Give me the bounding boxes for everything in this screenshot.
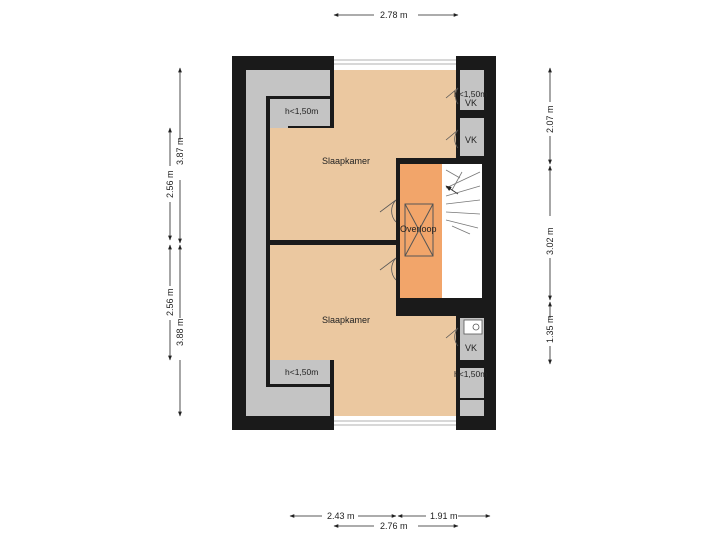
stairwell	[442, 164, 482, 298]
stair-arrow	[445, 185, 459, 195]
vk-label-2: VK	[465, 135, 477, 145]
window-top	[334, 56, 456, 70]
ceiling-note-bottom-right: h<1,50m	[454, 369, 487, 379]
vk-label-3: VK	[465, 343, 477, 353]
dim-label-bottom-left: 2.43 m	[327, 511, 355, 521]
vk-top-1	[460, 70, 484, 110]
slope-line-bottom	[266, 384, 330, 387]
dim-label-left-bottom-inner: 2.56 m	[165, 288, 175, 316]
dim-label-right-top: 2.07 m	[545, 105, 555, 133]
window-bottom	[334, 416, 456, 430]
room-label-bedroom-top: Slaapkamer	[322, 156, 370, 166]
dim-label-left-top-outer: 3.87 m	[175, 137, 185, 165]
dim-label-left-bottom-outer: 3.88 m	[175, 318, 185, 346]
dim-label-left-top-inner: 2.56 m	[165, 170, 175, 198]
low-ceiling-left-bottom	[246, 360, 330, 416]
dim-label-right-middle: 3.02 m	[545, 227, 555, 255]
slope-line-top	[266, 96, 330, 99]
bedroom-bottom-floor-left	[288, 245, 334, 360]
bedroom-top-floor-left	[288, 128, 334, 240]
dim-label-right-bottom: 1.35 m	[545, 315, 555, 343]
slope-line-left	[266, 96, 270, 386]
hatch-square	[404, 203, 434, 257]
room-label-landing: Overloop	[400, 224, 437, 234]
ceiling-note-top-left: h<1,50m	[285, 106, 318, 116]
vk-bottom-3	[460, 400, 484, 416]
landing-floor	[400, 164, 442, 298]
vk-bottom-2	[460, 368, 484, 398]
ceiling-note-top-right: h<1,50m	[454, 89, 487, 99]
bedroom-divider-wall	[270, 240, 398, 245]
dim-label-bottom-total: 2.76 m	[380, 521, 408, 531]
stairs	[445, 169, 481, 235]
vk-label-1: VK	[465, 98, 477, 108]
door-swings	[379, 87, 459, 347]
dim-label-bottom-right: 1.91 m	[430, 511, 458, 521]
ceiling-note-bottom-left: h<1,50m	[285, 367, 318, 377]
room-label-bedroom-bottom: Slaapkamer	[322, 315, 370, 325]
vk-top-2	[460, 118, 484, 156]
dim-label-top: 2.78 m	[380, 10, 408, 20]
